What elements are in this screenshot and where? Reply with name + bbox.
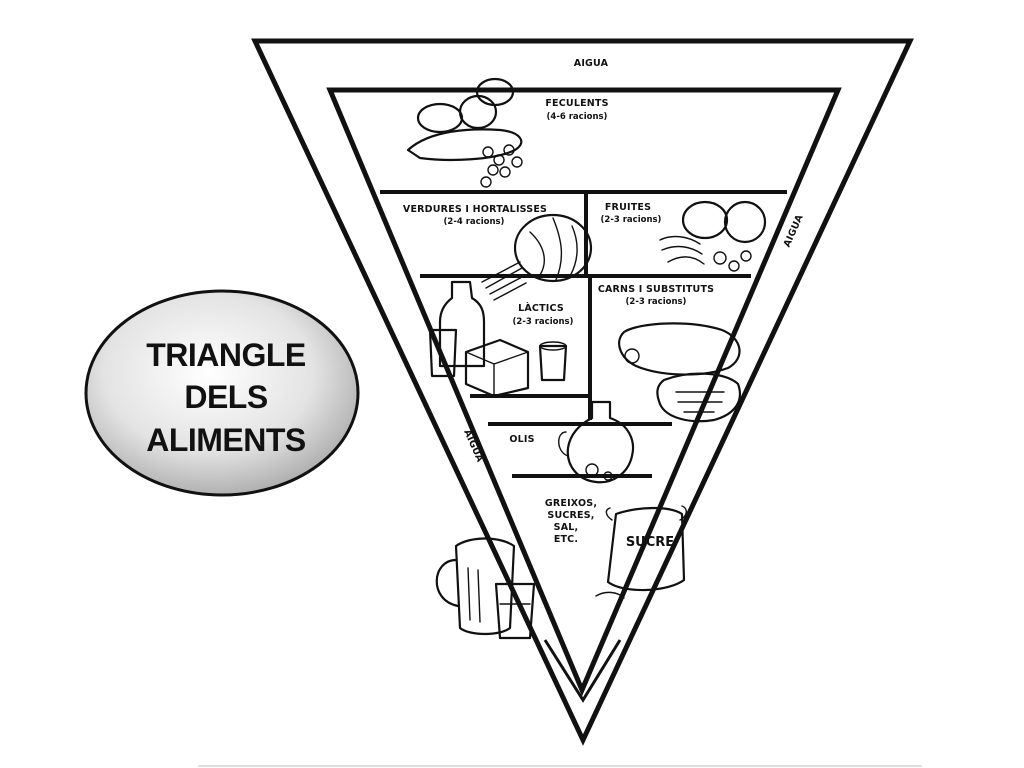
section-verdures: VERDURES I HORTALISSES (2-4 racions) <box>403 204 547 227</box>
section-lactics: LÀCTICS (2-3 racions) <box>513 302 574 327</box>
outer-triangle <box>251 38 914 746</box>
triangle-frame <box>251 38 914 746</box>
starch-foods-illustration <box>406 77 523 188</box>
section-fruites: FRUITES (2-3 racions) <box>601 202 662 225</box>
greixos-line-2: SUCRES, <box>547 510 594 521</box>
water-jug-illustration <box>435 537 536 640</box>
carns-portions: (2-3 racions) <box>626 297 687 307</box>
verdures-label: VERDURES I HORTALISSES <box>403 204 547 215</box>
sugar-bag-illustration: SUCRE <box>595 505 687 599</box>
greixos-line-4: ETC. <box>554 534 578 545</box>
water-label-top: AIGUA <box>574 58 609 69</box>
section-olis: OLIS <box>509 434 534 445</box>
vegetables-illustration <box>481 213 593 301</box>
sugar-bag-label: SUCRE <box>626 535 674 550</box>
feculents-portions: (4-6 racions) <box>547 112 608 122</box>
fruits-illustration <box>659 200 767 272</box>
verdures-portions: (2-4 racions) <box>444 217 505 227</box>
carns-label: CARNS I SUBSTITUTS <box>598 284 714 295</box>
greixos-line-3: SAL, <box>554 522 579 533</box>
meat-illustration <box>618 322 741 423</box>
badge-line-1: TRIANGLE <box>146 337 306 373</box>
lactics-label: LÀCTICS <box>518 302 564 314</box>
section-feculents: FECULENTS (4-6 racions) <box>545 98 608 122</box>
inner-triangle <box>326 87 842 697</box>
bottom-notch <box>543 639 622 703</box>
title-badge: TRIANGLE DELS ALIMENTS <box>84 289 360 497</box>
section-greixos: GREIXOS, SUCRES, SAL, ETC. <box>545 498 597 545</box>
dairy-illustration <box>428 280 568 398</box>
lactics-portions: (2-3 racions) <box>513 317 574 327</box>
badge-line-2: DELS <box>184 379 268 415</box>
section-carns: CARNS I SUBSTITUTS (2-3 racions) <box>598 284 714 307</box>
olis-label: OLIS <box>509 434 534 445</box>
greixos-line-1: GREIXOS, <box>545 498 597 509</box>
fruites-label: FRUITES <box>605 202 651 213</box>
section-dividers <box>380 190 787 478</box>
oil-jug-illustration <box>558 400 635 484</box>
badge-line-3: ALIMENTS <box>146 422 306 458</box>
fruites-portions: (2-3 racions) <box>601 215 662 225</box>
feculents-label: FECULENTS <box>545 98 608 109</box>
